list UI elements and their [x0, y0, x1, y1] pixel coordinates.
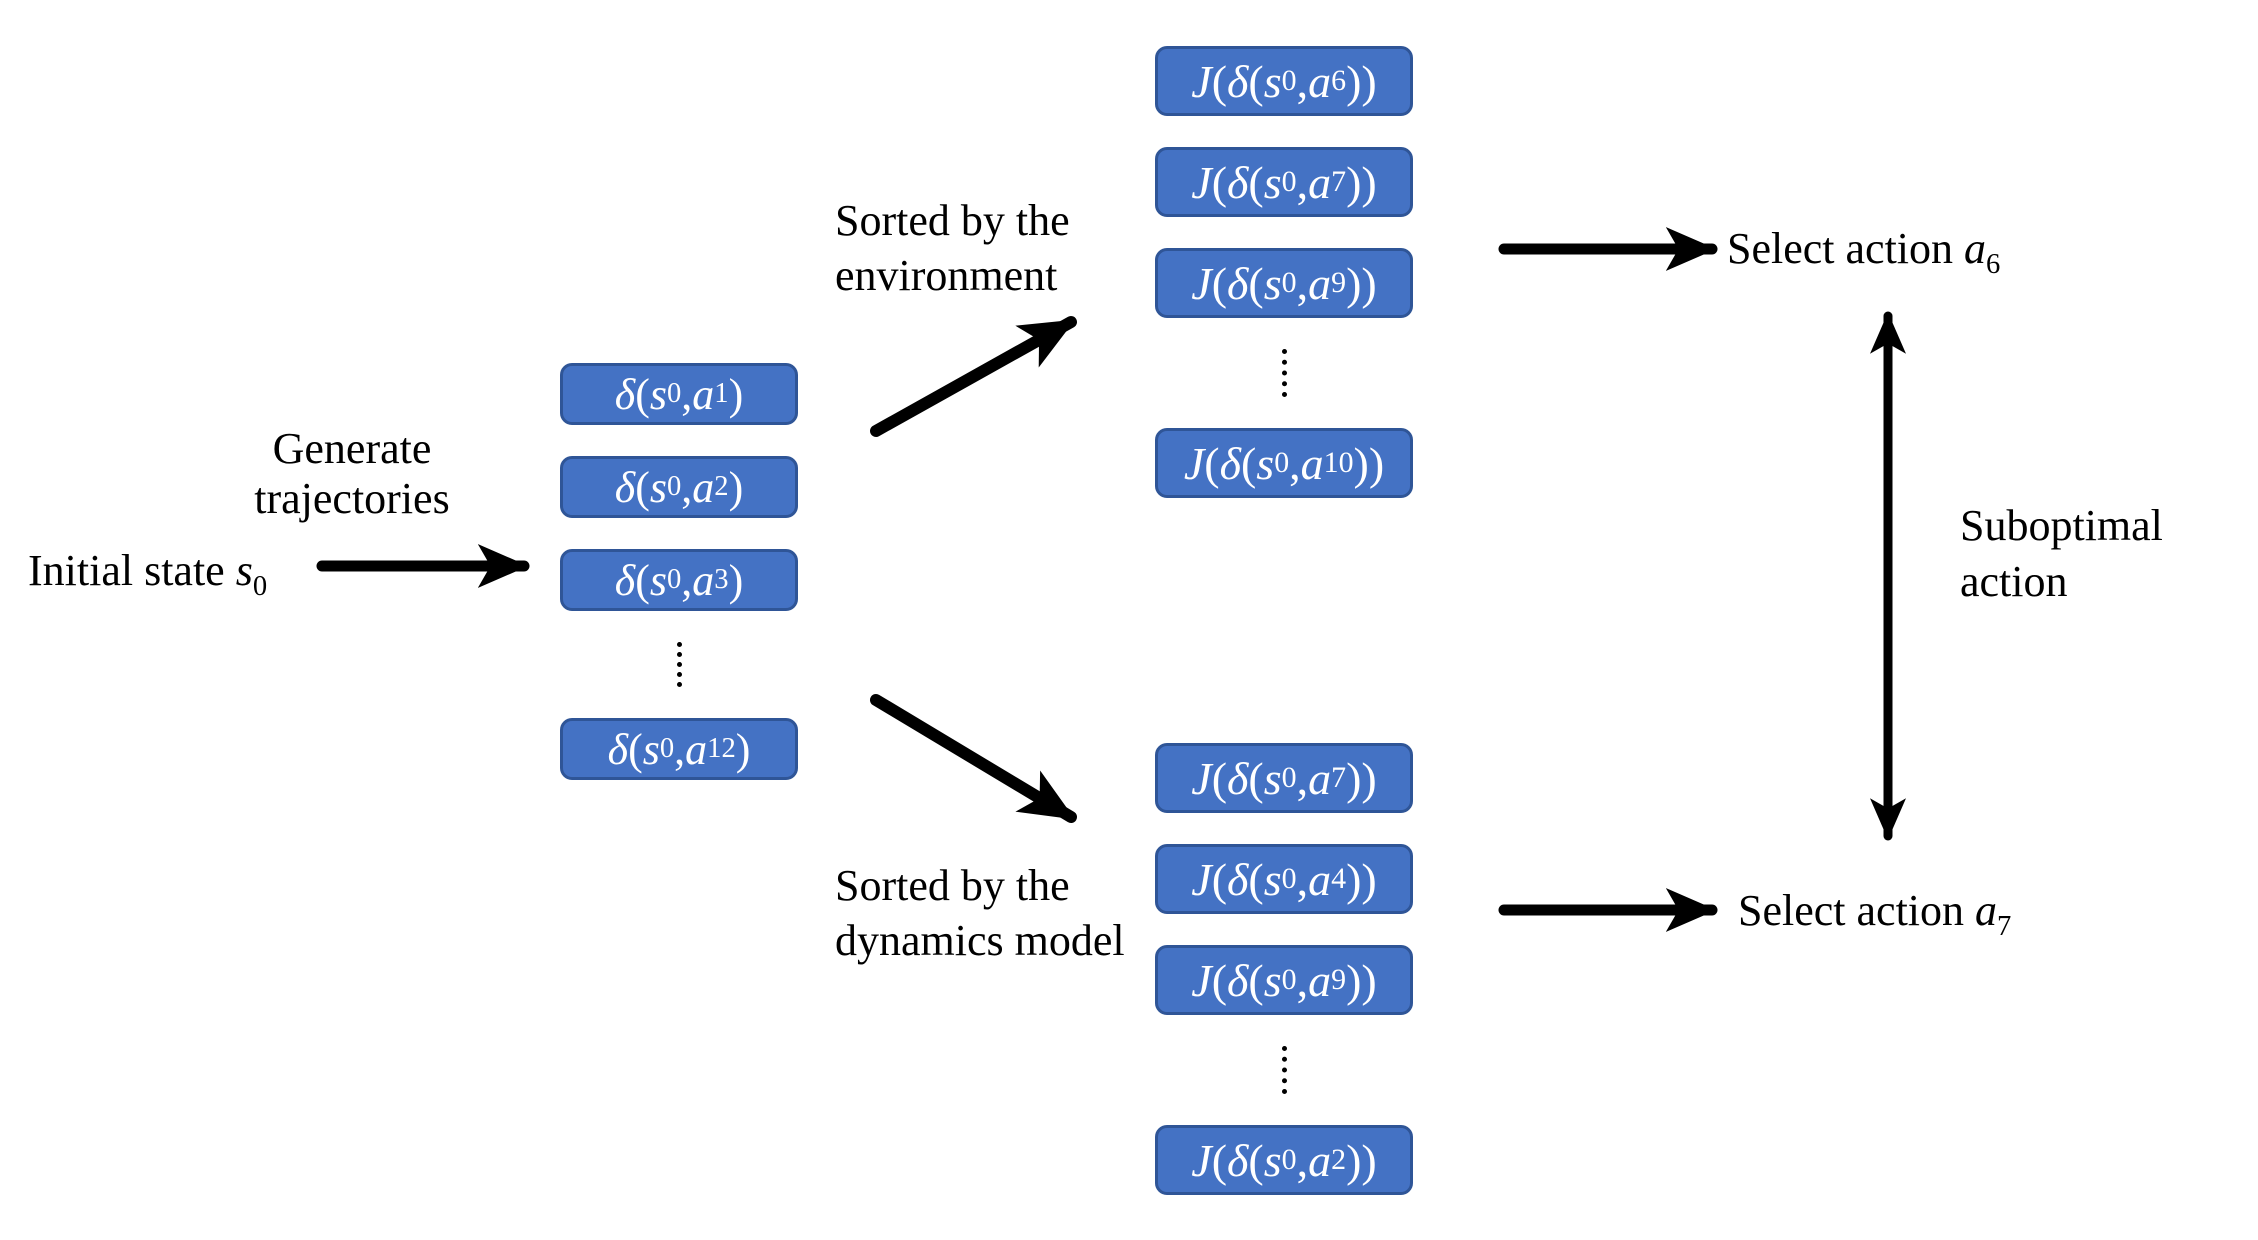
ellipsis-dots [1281, 1046, 1287, 1094]
initial-state-sub: 0 [252, 570, 268, 602]
sorted-env-line2: environment [835, 251, 1058, 300]
ellipsis-dots [676, 642, 682, 687]
select-action-a7-label: Select action a7 [1738, 886, 2011, 941]
select-top-var: a [1964, 224, 1987, 273]
suboptimal-action-label: Suboptimal action [1960, 498, 2163, 610]
generate-trajectories-label: Generate trajectories [252, 424, 452, 524]
sorted-dyn-line2: dynamics model [835, 916, 1125, 965]
initial-state-var: s [235, 546, 253, 595]
generate-line2: trajectories [254, 474, 450, 523]
ellipsis-dots [1281, 349, 1287, 397]
sorted-by-dynamics-label: Sorted by the dynamics model [835, 858, 1125, 968]
select-top-text: Select action [1727, 224, 1965, 273]
select-bottom-sub: 7 [1997, 910, 2012, 942]
sorted-by-dynamics-arrow [870, 694, 1077, 823]
initial-state-label: Initial state s0 [28, 546, 267, 601]
suboptimal-line1: Suboptimal [1960, 501, 2163, 550]
suboptimal-line2: action [1960, 557, 2068, 606]
select-action-a6-label: Select action a6 [1727, 224, 2000, 279]
sorted-dyn-line1: Sorted by the [835, 861, 1070, 910]
generate-line1: Generate [272, 424, 432, 473]
sorted-by-environment-label: Sorted by the environment [835, 193, 1070, 303]
sorted-env-line1: Sorted by the [835, 196, 1070, 245]
initial-state-text: Initial state [28, 546, 236, 595]
sorted-by-environment-arrow [870, 316, 1077, 437]
select-bottom-text: Select action [1738, 886, 1976, 935]
select-bottom-var: a [1975, 886, 1998, 935]
select-top-sub: 6 [1986, 248, 2001, 280]
